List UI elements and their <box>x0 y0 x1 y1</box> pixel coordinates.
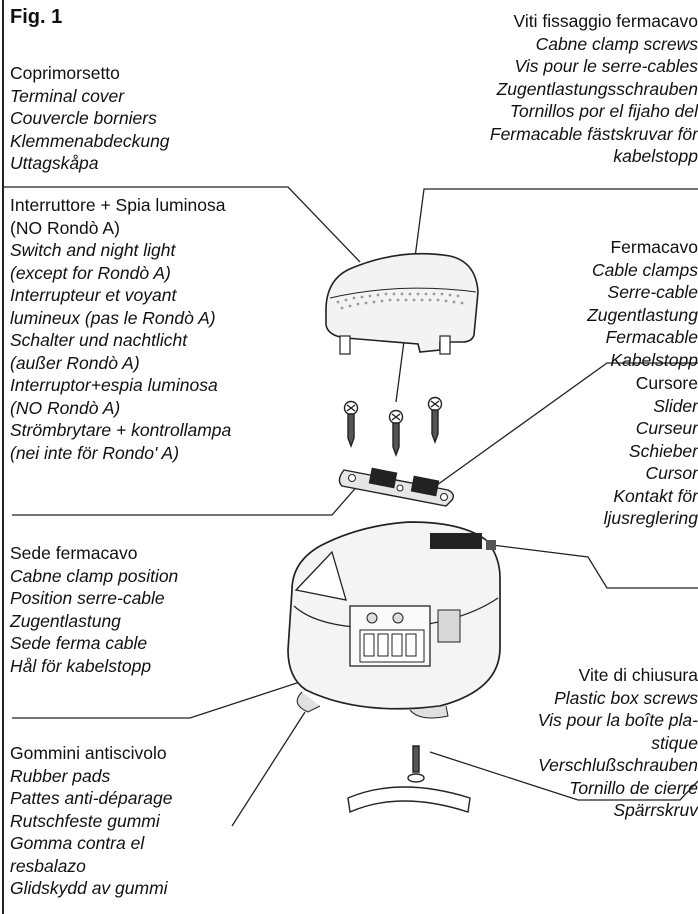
callout-line: Tornillos por el fijaho del <box>509 101 698 121</box>
callout-line: Sede ferma cable <box>10 633 148 653</box>
leader-slider <box>491 544 698 589</box>
callout-line: Slider <box>653 395 698 416</box>
callout-line: Strömbrytare + kontrollampa <box>10 420 232 440</box>
leader-rubber-pads <box>231 711 306 827</box>
callout-box-screws: Vite di chiusura Plastic box screws Vis … <box>538 664 698 822</box>
callout-line: Rubber pads <box>10 765 111 786</box>
terminal-cover-part <box>325 252 479 355</box>
callout-line: Uttagskåpa <box>10 153 99 173</box>
frame-border <box>2 0 4 914</box>
callout-line: Kontakt för <box>613 485 698 506</box>
callout-line: Plastic box screws <box>554 687 698 708</box>
callout-line: Fermacavo <box>610 237 698 257</box>
callout-line: Tornillo de cierre <box>569 777 698 798</box>
figure-label: Fig. 1 <box>10 6 63 28</box>
callout-line: (NO Rondò A) <box>10 217 120 238</box>
callout-line: Schalter und nachtlicht <box>10 330 188 350</box>
callout-line: kabelstopp <box>613 146 698 166</box>
callout-line: Interrupteur et voyant <box>10 285 177 305</box>
callout-line: Schieber <box>628 440 698 461</box>
box-screw-part <box>407 745 425 783</box>
callout-line: Glidskydd av gummi <box>10 878 168 898</box>
clamp-screws-part <box>343 396 443 457</box>
callout-line: resbalazo <box>10 855 86 876</box>
callout-line: (nei inte för Rondo' A) <box>10 442 180 463</box>
leader-box-screws <box>429 751 698 801</box>
callout-line: Serre-cable <box>607 282 698 302</box>
leader-cable-clamps <box>436 362 698 486</box>
callout-line: lumineux (pas le Rondò A) <box>10 307 216 328</box>
callout-line: Pattes anti-déparage <box>10 788 173 808</box>
callout-line: Gomma contra el <box>10 833 145 853</box>
callout-line: Position serre-cable <box>10 588 165 608</box>
callout-line: Rutschfeste gummi <box>10 810 160 831</box>
leader-switch-light <box>12 474 368 516</box>
callout-line: (NO Rondò A) <box>10 397 121 418</box>
callout-line: Hål för kabelstopp <box>10 655 152 676</box>
callout-line: Couvercle borniers <box>10 108 157 128</box>
callout-terminal-cover: Coprimorsetto Terminal cover Couvercle b… <box>10 62 170 175</box>
cable-clamp-part <box>338 467 455 507</box>
callout-line: (except for Rondò A) <box>10 262 171 283</box>
callout-line: Zugentlastung <box>587 304 698 325</box>
callout-line: Gommini antiscivolo <box>10 743 167 763</box>
callout-line: Terminal cover <box>10 85 125 106</box>
callout-rubber-pads: Gommini antiscivolo Rubber pads Pattes a… <box>10 742 172 900</box>
callout-line: ljusreglering <box>603 508 698 528</box>
callout-line: Fermacable fästskruvar för <box>489 123 698 144</box>
callout-line: Switch and night light <box>10 240 176 260</box>
callout-line: Klemmenabdeckung <box>10 130 170 151</box>
callout-line: Curseur <box>635 418 698 438</box>
callout-switch-light: Interruttore + Spia luminosa (NO Rondò A… <box>10 194 231 464</box>
callout-line: Cable clamps <box>591 259 698 280</box>
callout-line: Vite di chiusura <box>578 665 698 685</box>
callout-line: Kabelstopp <box>610 349 698 370</box>
callout-line: Cursore <box>635 373 698 393</box>
callout-line: Vis pour la boîte pla- <box>537 710 698 730</box>
callout-line: Viti fissaggio fermacavo <box>513 11 698 31</box>
callout-line: Sede fermacavo <box>10 543 138 563</box>
callout-clamp-screws: Viti fissaggio fermacavo Cabne clamp scr… <box>490 10 698 168</box>
callout-line: Cursor <box>645 463 698 483</box>
callout-line: Interruptor+espia luminosa <box>10 375 218 395</box>
leader-terminal-cover <box>4 186 361 263</box>
callout-line: Cabne clamp position <box>10 565 179 586</box>
callout-line: stique <box>651 732 698 753</box>
callout-line: Coprimorsetto <box>10 63 120 83</box>
callout-line: Verschlußschrauben <box>538 755 698 775</box>
base-part <box>287 521 501 719</box>
callout-line: Spärrskruv <box>613 800 698 820</box>
callout-line: Zugentlastung <box>10 610 121 631</box>
callout-line: Fermacable <box>605 327 698 347</box>
rubber-pad-part <box>347 786 471 814</box>
callout-line: Cabne clamp screws <box>535 33 698 54</box>
callout-line: Zugentlastungsschrauben <box>496 78 698 99</box>
callout-cable-clamps: Fermacavo Cable clamps Serre-cable Zugen… <box>587 236 698 371</box>
callout-line: Interruttore + Spia luminosa <box>10 195 226 215</box>
callout-line: (außer Rondò A) <box>10 352 140 373</box>
callout-slider: Cursore Slider Curseur Schieber Cursor K… <box>604 372 698 530</box>
callout-line: Vis pour le serre-cables <box>514 56 698 76</box>
callout-clamp-position: Sede fermacavo Cabne clamp position Posi… <box>10 542 178 677</box>
